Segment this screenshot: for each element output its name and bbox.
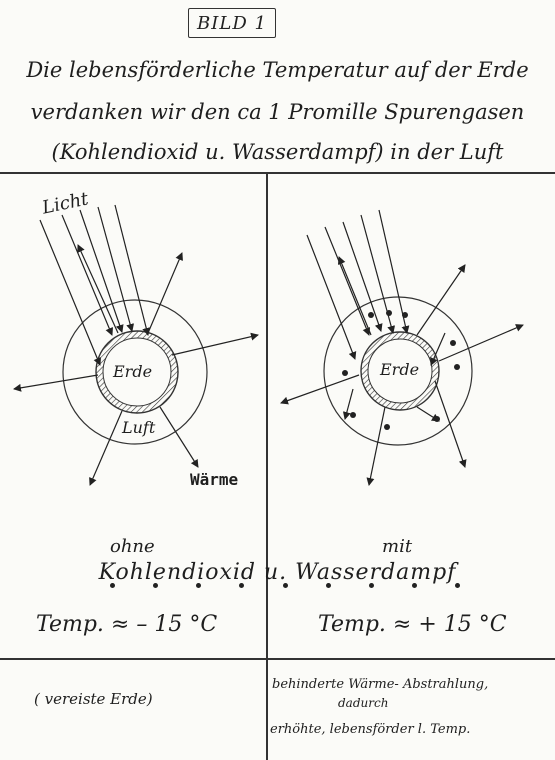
temp-without: Temp. ≈ – 15 °C (36, 612, 218, 637)
note-without: ( vereiste Erde) (34, 690, 153, 708)
title-line-1: Die lebensförderliche Temperatur auf der… (26, 58, 529, 82)
with-label: mit (382, 536, 413, 557)
title-line-3: (Kohlendioxid u. Wasserdampf) in der Luf… (51, 140, 504, 164)
earth-disc (102, 337, 172, 407)
heat-label: Wärme (190, 470, 239, 489)
left-earth-label: Erde (113, 362, 153, 381)
right-greenhouse-diagram (280, 209, 524, 486)
right-incoming-rays (306, 209, 410, 360)
note-with-line-1: behinderte Wärme- Abstrahlung, (272, 677, 489, 692)
temp-with: Temp. ≈ + 15 °C (318, 612, 507, 637)
note-with-line-2: dadurch (338, 696, 389, 710)
gases-label: Kohlendioxid u. Wasserdampf (98, 560, 457, 585)
outgoing-heat-rays (13, 244, 259, 486)
note-with-line-3: erhöhte, lebensförder l. Temp. (270, 722, 471, 737)
gas-molecule-dots (342, 310, 460, 430)
incoming-light-rays (39, 204, 151, 366)
right-air-layer-circle (323, 296, 473, 446)
without-label: ohne (110, 536, 155, 557)
bottom-horizontal-rule (0, 658, 555, 660)
top-horizontal-rule (0, 172, 555, 174)
air-layer-circle (62, 299, 208, 445)
dotted-separator (110, 583, 460, 588)
vertical-divider (266, 172, 268, 760)
title-line-2: verdanken wir den ca 1 Promille Spurenga… (30, 100, 525, 124)
right-reemitted-rays (280, 256, 524, 486)
figure-badge: BILD 1 (188, 8, 276, 38)
left-greenhouse-diagram (13, 204, 259, 486)
right-earth-disc (367, 338, 433, 404)
right-earth-label: Erde (380, 360, 420, 379)
air-label: Luft (122, 418, 156, 437)
